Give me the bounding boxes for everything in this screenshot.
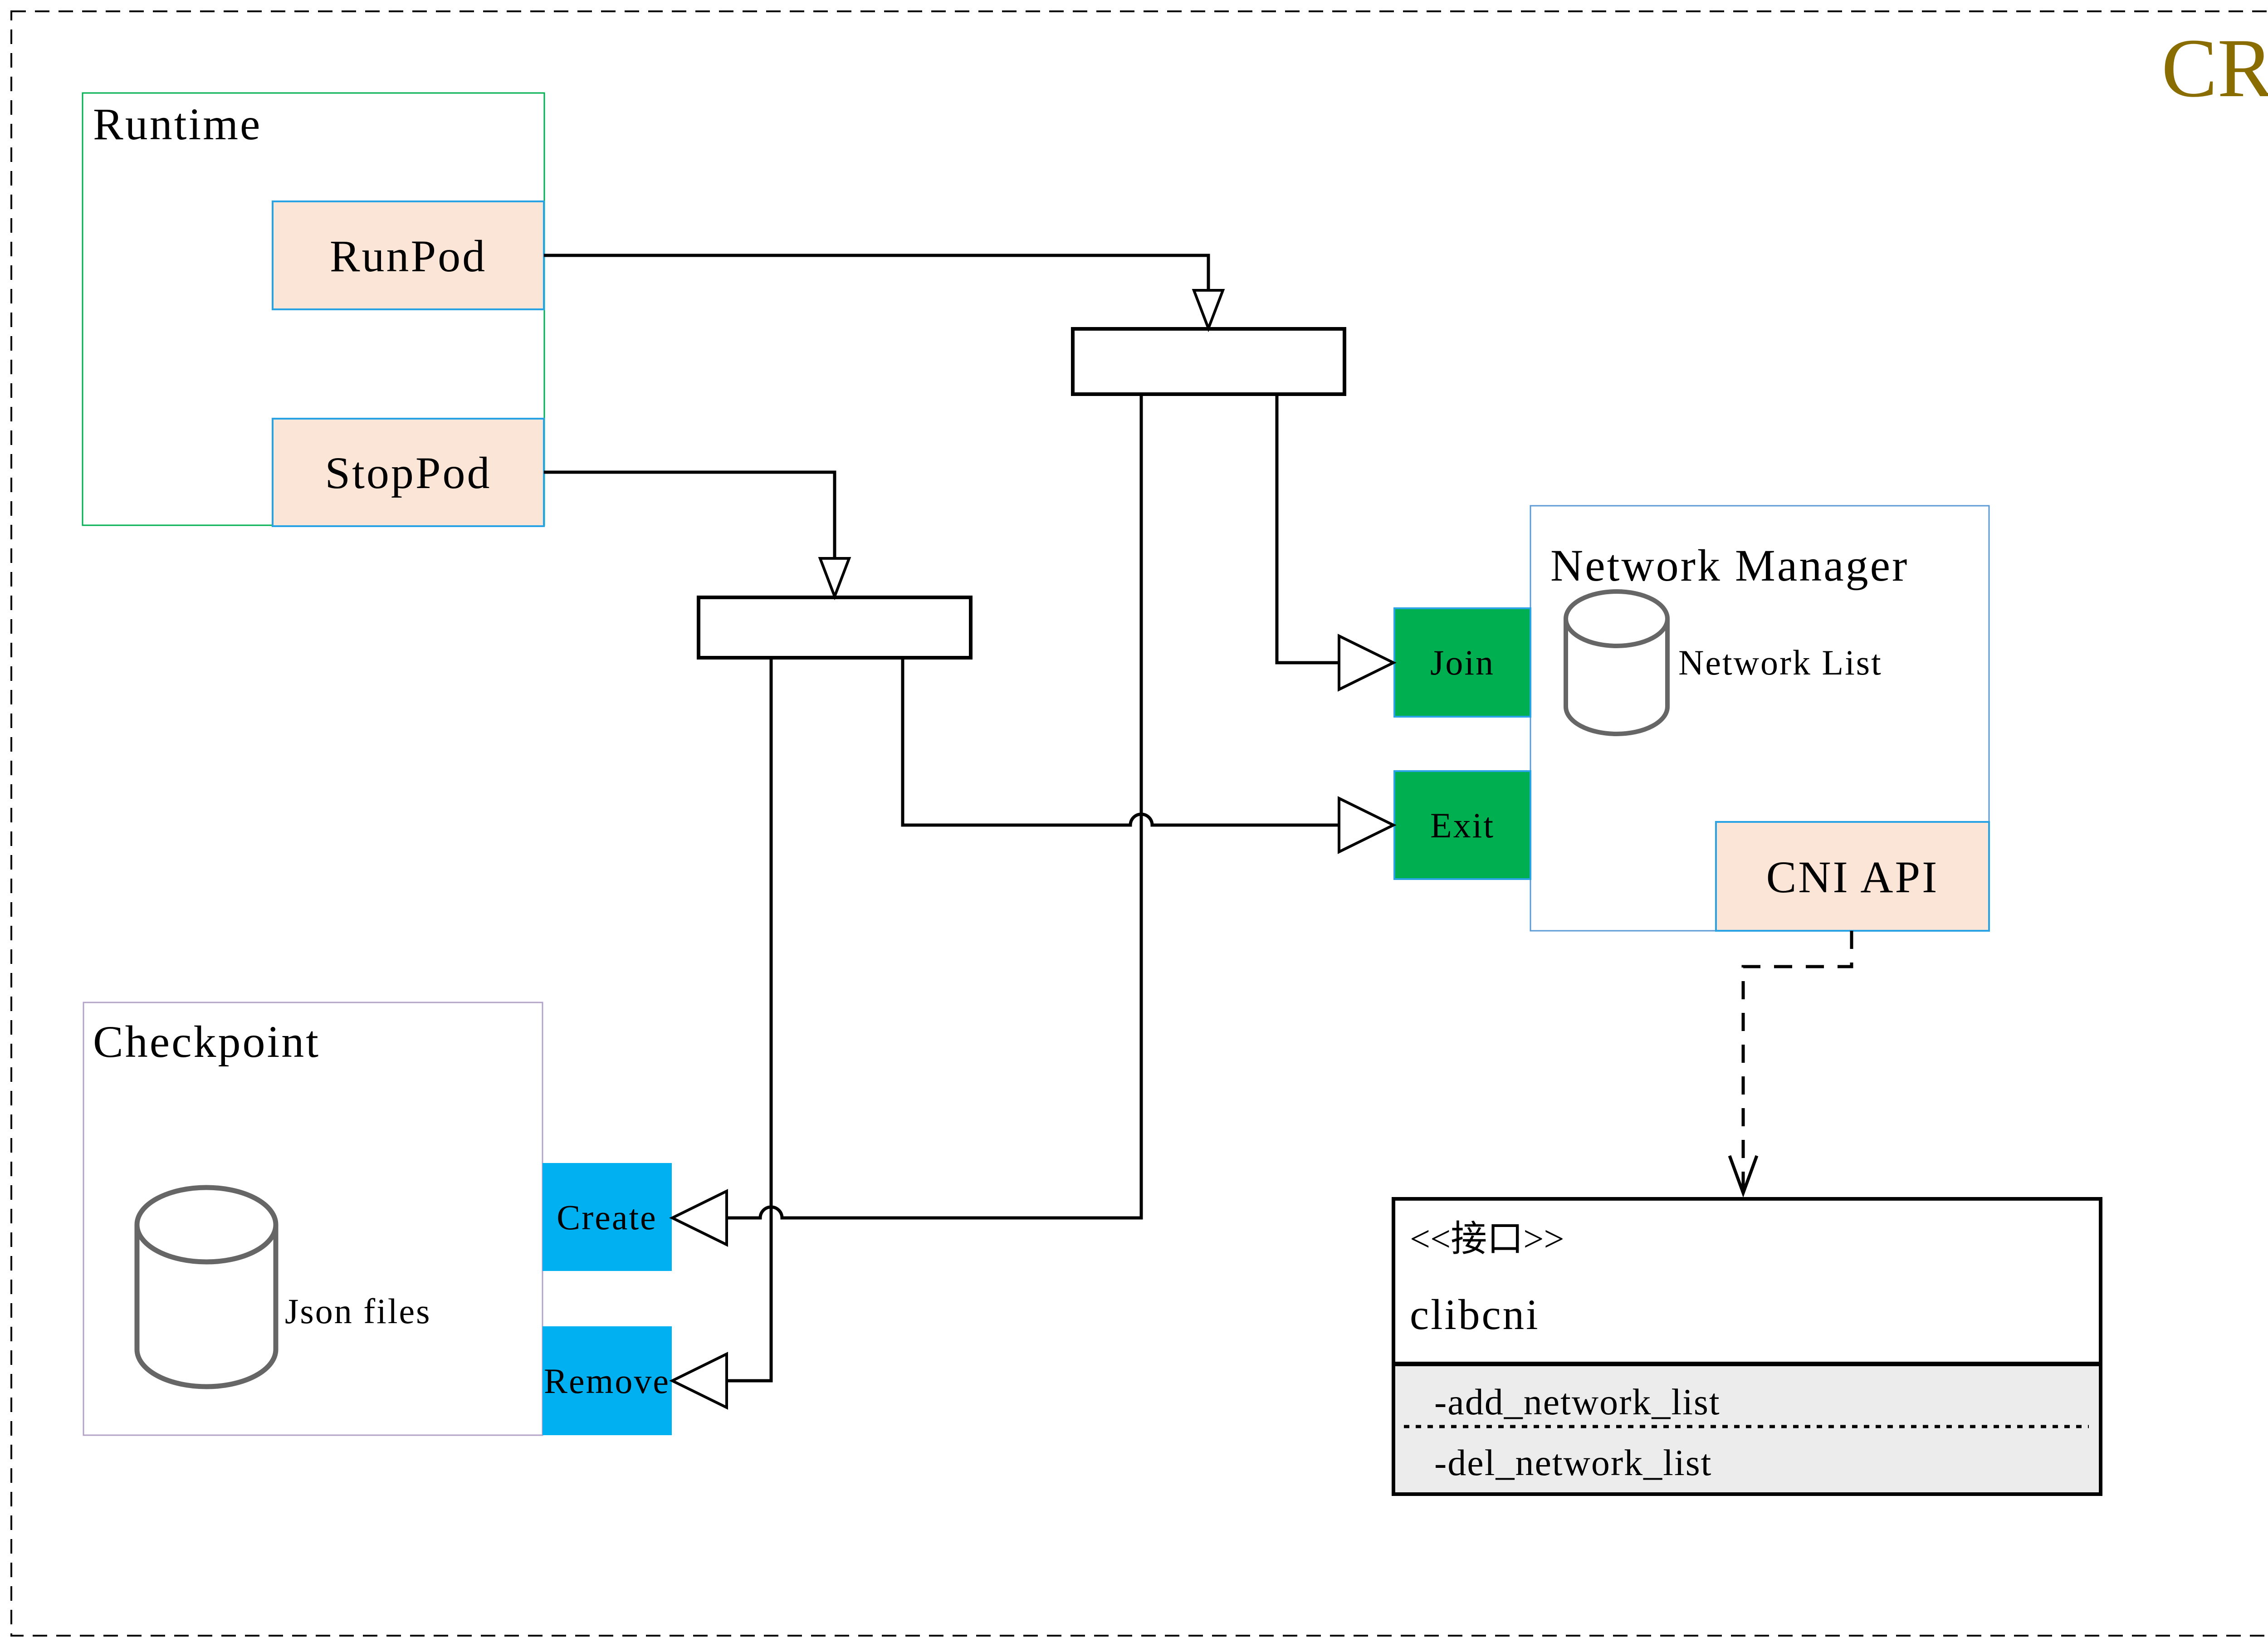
junction-box-runpod bbox=[1071, 327, 1346, 396]
create-box bbox=[543, 1163, 672, 1271]
join-arrowhead-icon bbox=[1338, 634, 1397, 692]
clibcni-class-box: <<接口>> clibcni -add_network_list -del_ne… bbox=[1392, 1197, 2102, 1496]
remove-label: Remove bbox=[544, 1361, 670, 1401]
exit-label: Exit bbox=[1430, 806, 1495, 845]
network-list-cylinder-icon bbox=[1564, 589, 1670, 736]
runpod-to-junction-line bbox=[544, 254, 1210, 290]
json-files-label: Json files bbox=[285, 1291, 431, 1331]
clibcni-open-arrowhead-icon bbox=[1728, 1155, 1759, 1198]
cni-api-to-clibcni-dashed-line bbox=[1741, 931, 1853, 1192]
network-manager-title: Network Manager bbox=[1550, 540, 1909, 591]
exit-arrowhead-icon bbox=[1338, 796, 1397, 854]
runtime-title: Runtime bbox=[93, 99, 262, 149]
json-files-cylinder-icon bbox=[134, 1185, 279, 1389]
create-arrowhead-icon bbox=[669, 1189, 728, 1247]
runpod-label: RunPod bbox=[330, 231, 487, 281]
junction2-arrowhead-icon bbox=[818, 557, 851, 601]
clibcni-method-del: -del_network_list bbox=[1434, 1442, 1712, 1483]
create-label: Create bbox=[557, 1197, 657, 1237]
network-list-label: Network List bbox=[1678, 643, 1882, 682]
remove-box bbox=[543, 1326, 672, 1435]
junction1-to-join-line bbox=[1275, 394, 1339, 665]
clibcni-attributes-section bbox=[1396, 1365, 2098, 1492]
clibcni-method-add: -add_network_list bbox=[1434, 1381, 1721, 1422]
cri-badge: CRI bbox=[2161, 22, 2268, 115]
stoppod-label: StopPod bbox=[325, 448, 491, 498]
checkpoint-title: Checkpoint bbox=[93, 1017, 320, 1067]
remove-arrowhead-icon bbox=[669, 1352, 728, 1410]
junction-box-stoppod bbox=[697, 596, 973, 660]
clibcni-stereotype: <<接口>> bbox=[1410, 1219, 1564, 1259]
junction1-arrowhead-icon bbox=[1192, 289, 1225, 332]
runpod-box bbox=[272, 200, 545, 310]
join-box bbox=[1393, 607, 1531, 718]
join-label: Join bbox=[1430, 643, 1495, 682]
clibcni-name: clibcni bbox=[1410, 1290, 1540, 1339]
cni-api-label: CNI API bbox=[1766, 852, 1939, 902]
junction2-to-remove-line bbox=[727, 658, 773, 1383]
stoppod-box bbox=[272, 418, 545, 527]
stoppod-to-junction-line bbox=[544, 470, 836, 558]
cni-api-box bbox=[1715, 821, 1990, 932]
